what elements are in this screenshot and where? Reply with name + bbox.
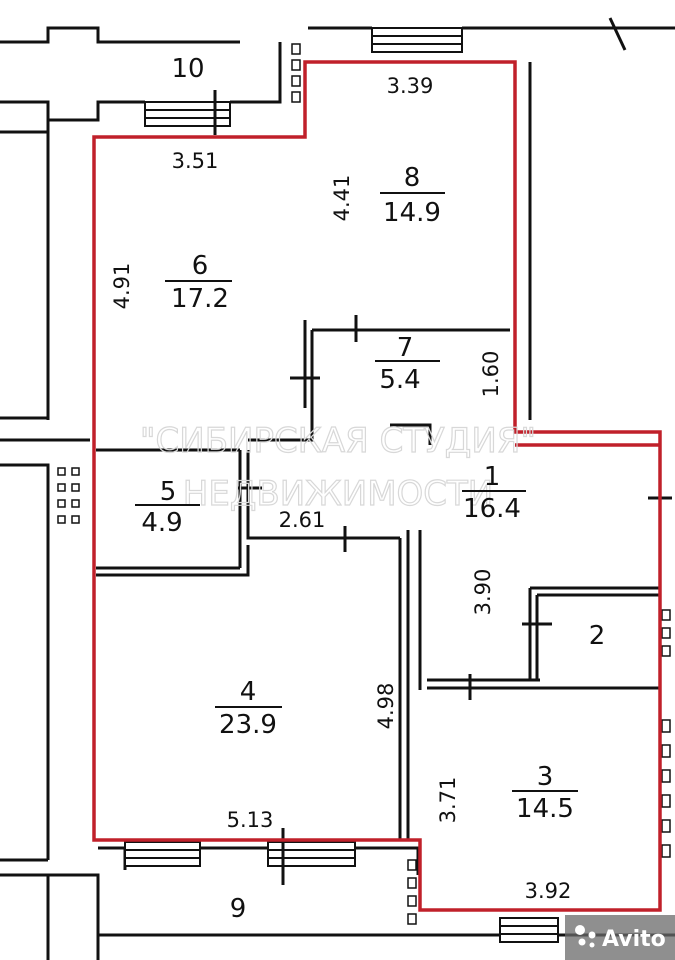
window-room-3 [499,917,559,943]
dim-3-51: 3.51 [172,149,219,173]
dim-2-61: 2.61 [279,508,326,532]
room-2-number: 2 [589,621,606,651]
dim-3-39: 3.39 [387,74,434,98]
room-5-number: 5 [160,477,177,507]
room-9-number: 9 [230,894,247,924]
room-4-area: 23.9 [219,710,277,740]
vent-shafts [57,43,671,925]
dim-3-71: 3.71 [436,777,460,824]
window-room-8 [371,27,463,53]
windows [124,27,559,943]
dim-4-41: 4.41 [330,175,354,222]
room-7-area: 5.4 [379,365,420,395]
room-10-number: 10 [171,54,204,84]
room-6-area: 17.2 [171,284,229,314]
window-room-4-right [267,841,356,867]
room-labels: 10 8 14.9 6 17.2 7 5.4 5 4.9 1 16.4 2 4 … [135,54,605,924]
dim-4-91: 4.91 [110,263,134,310]
dim-3-92: 3.92 [525,879,572,903]
dim-4-98: 4.98 [374,683,398,730]
dim-1-60: 1.60 [479,351,503,398]
avito-dots-icon [575,925,596,948]
dim-5-13: 5.13 [227,808,274,832]
room-5-area: 4.9 [141,508,182,538]
window-room-10 [144,101,231,127]
room-1-number: 1 [484,462,501,492]
room-1-area: 16.4 [463,494,521,524]
watermark-line-2: НЕДВИЖИМОСТИ [183,474,493,514]
room-3-number: 3 [537,762,554,792]
window-room-4-left [124,841,201,867]
dim-3-90: 3.90 [471,569,495,616]
dimension-labels: 3.39 3.51 4.41 4.91 1.60 2.61 3.90 4.98 … [110,74,571,903]
avito-logo-text: Avito [602,927,666,952]
room-6-number: 6 [192,251,209,281]
room-4-number: 4 [240,677,257,707]
room-3-area: 14.5 [516,794,574,824]
room-7-number: 7 [397,333,414,363]
door-marks [213,17,672,885]
room-8-number: 8 [404,163,421,193]
watermark-line-1: "СИБИРСКАЯ СТУДИЯ" [140,421,536,461]
room-8-area: 14.9 [383,198,441,228]
watermark: "СИБИРСКАЯ СТУДИЯ" НЕДВИЖИМОСТИ [139,420,536,514]
apartment-outline [92,60,662,912]
avito-logo: Avito [565,915,675,960]
